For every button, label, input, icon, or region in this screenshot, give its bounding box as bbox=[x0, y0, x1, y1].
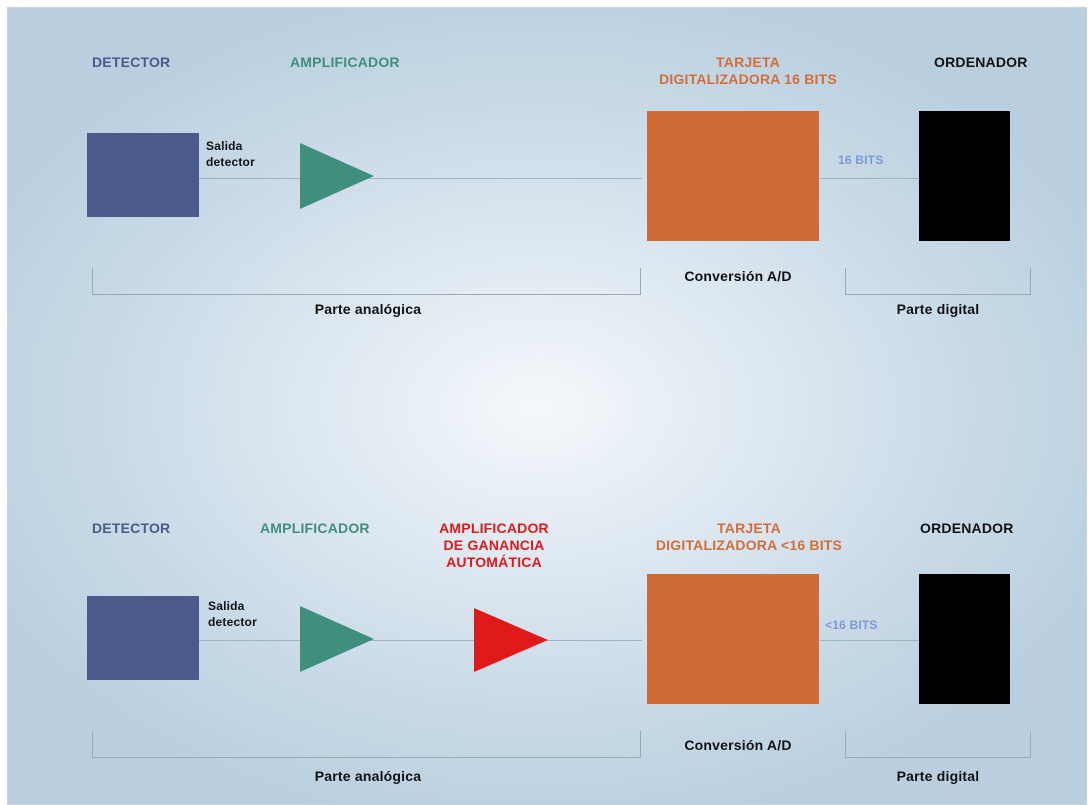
computer-label: ORDENADOR bbox=[934, 54, 1028, 70]
agc-amplifier-label-line3: AUTOMÁTICA bbox=[446, 554, 542, 570]
detector-block bbox=[87, 133, 199, 217]
digital-signal-line bbox=[820, 178, 920, 179]
computer-block bbox=[919, 574, 1010, 704]
diagram-canvas: DETECTOR AMPLIFICADOR TARJETA DIGITALIZA… bbox=[7, 7, 1087, 805]
agc-amplifier-label-line1: AMPLIFICADOR bbox=[439, 520, 549, 536]
detector-label: DETECTOR bbox=[92, 54, 171, 70]
amplifier-label: AMPLIFICADOR bbox=[290, 54, 400, 70]
digitizer-card-block bbox=[647, 574, 819, 704]
computer-label: ORDENADOR bbox=[920, 520, 1014, 536]
digitizer-card-label-line2: DIGITALIZADORA 16 BITS bbox=[659, 71, 837, 87]
detector-output-line1: Salida bbox=[208, 599, 245, 613]
analog-bracket bbox=[92, 268, 641, 295]
digitizer-card-label-line1: TARJETA bbox=[717, 520, 781, 536]
agc-amplifier-triangle-icon bbox=[474, 608, 548, 672]
amplifier-triangle-icon bbox=[300, 606, 374, 672]
digitizer-card-label: TARJETA DIGITALIZADORA 16 BITS bbox=[638, 54, 858, 88]
detector-label: DETECTOR bbox=[92, 520, 171, 536]
amplifier-label: AMPLIFICADOR bbox=[260, 520, 370, 536]
detector-output-label: Salida detector bbox=[206, 138, 255, 170]
conversion-label: Conversión A/D bbox=[684, 737, 792, 753]
digital-signal-line bbox=[820, 640, 920, 641]
detector-output-line2: detector bbox=[208, 615, 257, 629]
amplifier-triangle-icon bbox=[300, 143, 374, 209]
digitizer-card-label: TARJETA DIGITALIZADORA <16 BITS bbox=[624, 520, 874, 554]
detector-output-label: Salida detector bbox=[208, 598, 257, 630]
digitizer-card-label-line1: TARJETA bbox=[716, 54, 780, 70]
digital-bracket bbox=[845, 731, 1031, 758]
digital-part-label: Parte digital bbox=[896, 301, 980, 317]
analog-signal-line bbox=[198, 640, 642, 641]
detector-output-line1: Salida bbox=[206, 139, 243, 153]
bits-label: 16 BITS bbox=[838, 153, 884, 167]
digitizer-card-label-line2: DIGITALIZADORA <16 BITS bbox=[655, 537, 843, 553]
analog-bracket bbox=[92, 731, 641, 758]
agc-amplifier-label: AMPLIFICADOR DE GANANCIA AUTOMÁTICA bbox=[414, 520, 574, 571]
digital-part-label: Parte digital bbox=[896, 768, 980, 784]
agc-amplifier-label-line2: DE GANANCIA bbox=[443, 537, 545, 553]
detector-block bbox=[87, 596, 199, 680]
analog-part-label: Parte analógica bbox=[314, 301, 422, 317]
computer-block bbox=[919, 111, 1010, 241]
digital-bracket bbox=[845, 268, 1031, 295]
conversion-label: Conversión A/D bbox=[684, 268, 792, 284]
bits-label: <16 BITS bbox=[825, 618, 878, 632]
digitizer-card-block bbox=[647, 111, 819, 241]
detector-output-line2: detector bbox=[206, 155, 255, 169]
analog-signal-line bbox=[198, 178, 642, 179]
analog-part-label: Parte analógica bbox=[314, 768, 422, 784]
